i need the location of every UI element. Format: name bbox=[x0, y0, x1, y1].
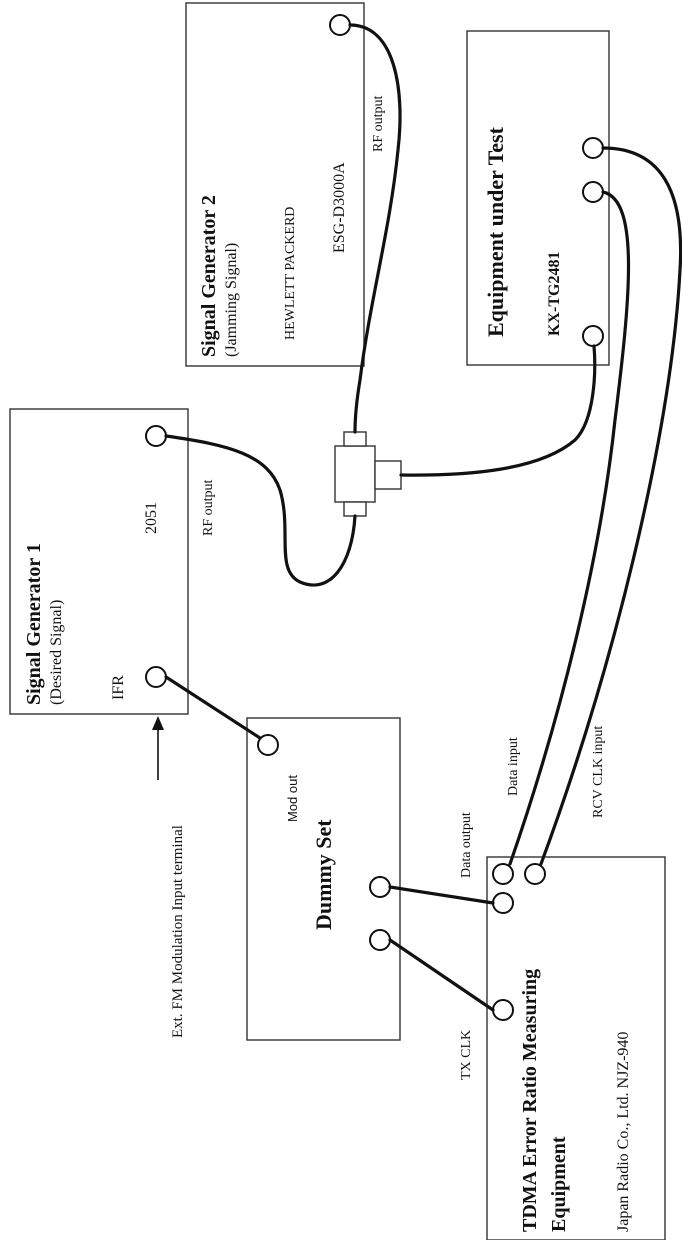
dummy-mod-out-label: Mod out bbox=[285, 775, 300, 822]
signal-generator-2: Signal Generator 2 (Jamming Signal) HEWL… bbox=[185, 2, 386, 367]
data-input-label: Data input bbox=[506, 737, 521, 796]
cable-sg2-to-combiner bbox=[348, 23, 402, 434]
sg1-model: 2051 bbox=[143, 502, 160, 534]
sg1-rf-output-port bbox=[145, 425, 167, 447]
combiner-right-stub bbox=[374, 460, 402, 490]
tdma-title-line1: TDMA Error Ratio Measuring bbox=[519, 969, 541, 1232]
tdma-title-line2: Equipment bbox=[548, 1136, 570, 1232]
dummy-tx-clk-port bbox=[369, 929, 391, 951]
cable-eut-to-data-input bbox=[508, 190, 631, 866]
combiner-bottom-stub bbox=[343, 501, 367, 517]
eut-title: Equipment under Test bbox=[483, 126, 508, 337]
sg2-rf-output-label: RF output bbox=[371, 95, 386, 152]
sg2-maker: HEWLETT PACKERD bbox=[283, 207, 298, 340]
signal-generator-2-box bbox=[185, 2, 365, 367]
cable-dummy-to-sg1 bbox=[164, 675, 262, 740]
sg2-model: ESG-D3000A bbox=[331, 162, 348, 253]
sg2-subtitle: (Jamming Signal) bbox=[223, 243, 240, 357]
tx-clk-label: TX CLK bbox=[459, 1030, 474, 1080]
data-output-label: Data output bbox=[459, 812, 474, 878]
dummy-set: Mod out Dummy Set bbox=[246, 717, 401, 1041]
tdma-maker-model: Japan Radio Co., Ltd. NJZ-940 bbox=[615, 1032, 632, 1232]
eut-port-middle bbox=[582, 181, 604, 203]
combiner-body bbox=[334, 445, 376, 503]
dummy-mod-out-port bbox=[257, 734, 279, 756]
tdma-data-output-in-port bbox=[492, 892, 514, 914]
ext-fm-label: Ext. FM Modulation Input terminal bbox=[170, 825, 186, 1038]
sg1-maker: IFR bbox=[110, 675, 127, 700]
sg1-ext-fm-port bbox=[145, 666, 167, 688]
cable-sg1-to-combiner bbox=[164, 434, 357, 587]
cable-eut-to-rcv-clk bbox=[539, 146, 682, 866]
combiner-top-stub bbox=[343, 431, 367, 447]
tdma-tx-clk-port bbox=[492, 999, 514, 1021]
dummy-data-output-port bbox=[369, 876, 391, 898]
cable-combiner-to-eut bbox=[399, 344, 597, 477]
signal-generator-1-box bbox=[9, 408, 189, 715]
tdma-data-input-port bbox=[492, 863, 514, 885]
eut-port-top bbox=[582, 137, 604, 159]
tdma-error-ratio-equipment: TDMA Error Ratio Measuring Equipment Jap… bbox=[486, 856, 666, 1240]
eut-model: KX-TG2481 bbox=[546, 252, 563, 336]
cable-dummy-data-output bbox=[388, 885, 495, 905]
rf-combiner bbox=[334, 431, 402, 517]
cable-dummy-tx-clk bbox=[388, 938, 495, 1012]
tdma-rcv-clk-input-port bbox=[524, 863, 546, 885]
sg1-rf-output-label: RF output bbox=[201, 479, 216, 536]
eut-port-antenna bbox=[582, 325, 604, 347]
equipment-under-test: Equipment under Test KX-TG2481 bbox=[466, 30, 610, 366]
tdma-box bbox=[486, 856, 666, 1240]
signal-generator-1: Signal Generator 1 (Desired Signal) IFR … bbox=[9, 408, 216, 715]
dummy-set-title: Dummy Set bbox=[311, 819, 336, 930]
sg1-subtitle: (Desired Signal) bbox=[48, 600, 65, 705]
rcv-clk-input-label: RCV CLK input bbox=[591, 726, 606, 818]
ext-fm-arrow bbox=[152, 716, 164, 780]
sg2-rf-output-port bbox=[329, 14, 351, 36]
sg2-title: Signal Generator 2 bbox=[198, 195, 220, 357]
sg1-title: Signal Generator 1 bbox=[23, 543, 45, 705]
